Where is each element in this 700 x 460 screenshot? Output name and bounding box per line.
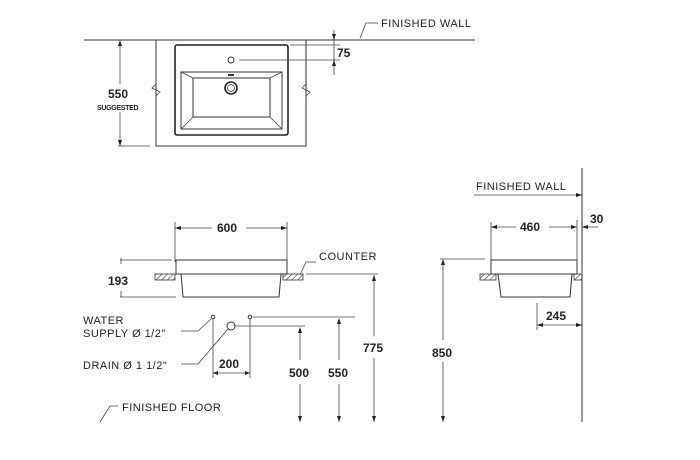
drain-icon — [224, 81, 238, 95]
arrow — [571, 225, 577, 229]
arrow — [332, 60, 336, 66]
side-depth-dim: 460 — [520, 220, 540, 234]
arrow — [582, 225, 588, 229]
break-mark-right — [301, 83, 311, 97]
arrow — [118, 140, 122, 146]
rim-height-dim: 850 — [432, 346, 452, 360]
drain-pipe-icon — [226, 321, 236, 331]
basin-bowl-outer — [180, 71, 283, 130]
side-counter-left — [479, 273, 497, 281]
tap-hole-icon — [227, 56, 235, 64]
dim-bg — [98, 84, 142, 112]
water-supply-label-2: SUPPLY Ø 1/2" — [83, 328, 166, 340]
basin-bowl-inner — [192, 77, 271, 118]
side-basin-rim — [490, 259, 578, 275]
arrow — [118, 40, 122, 46]
arrow — [372, 275, 376, 281]
bowl-edge — [180, 116, 194, 130]
drain-label: DRAIN Ø 1 1/2" — [83, 360, 167, 372]
counter-right — [282, 273, 304, 281]
arrow — [576, 193, 582, 197]
arrow — [337, 416, 341, 422]
finished-floor-label: FINISHED FLOOR — [122, 402, 221, 414]
counter-leader — [299, 261, 316, 276]
water-supply-icon — [210, 314, 216, 320]
floor-leader — [99, 405, 118, 423]
arrow — [441, 416, 445, 422]
arrow — [298, 416, 302, 422]
tap-hole-dim: 75 — [337, 46, 351, 60]
arrow — [372, 416, 376, 422]
arrow — [491, 225, 497, 229]
arrow — [298, 327, 302, 333]
front-view: 600 COUNTER 193 WATER SUPPLY Ø 1/2" DRAI… — [83, 221, 383, 423]
drain-height-dim: 500 — [289, 366, 309, 380]
counter-outline — [155, 40, 307, 147]
side-basin-bowl — [497, 273, 573, 298]
arrow — [245, 371, 250, 375]
depth-dim: 550 — [108, 87, 128, 101]
basin-rim — [175, 259, 288, 275]
drain-offset-dim: 245 — [546, 309, 566, 323]
water-supply-label-1: WATER — [83, 315, 124, 327]
counter-left — [154, 273, 176, 281]
arrow — [576, 323, 582, 327]
water-supply-icon-2 — [247, 314, 253, 320]
counter-label: COUNTER — [319, 251, 377, 263]
arrow — [281, 226, 287, 230]
overflow-slot-icon — [228, 74, 234, 76]
side-counter-right — [573, 273, 583, 281]
basin-bowl — [180, 273, 282, 298]
arrow — [337, 318, 341, 324]
basin-outer-rim — [174, 44, 289, 136]
finished-wall-label-top: FINISHED WALL — [381, 18, 471, 30]
finished-wall-leader — [359, 22, 378, 39]
counter-height-dim: 775 — [363, 341, 383, 355]
depth-note: SUGGESTED — [97, 105, 138, 112]
drain-inner — [227, 84, 235, 92]
bowl-edge — [269, 71, 283, 79]
arrow — [332, 34, 336, 40]
supply-spacing-dim: 200 — [219, 357, 239, 371]
supply-height-dim: 550 — [328, 366, 348, 380]
bowl-edge — [180, 71, 194, 79]
supply-leader — [181, 318, 212, 332]
height-dim: 193 — [108, 274, 128, 288]
bowl-edge — [269, 116, 283, 130]
arrow — [537, 323, 543, 327]
finished-wall-label-side: FINISHED WALL — [476, 181, 566, 193]
drain-leader — [181, 328, 229, 365]
wall-gap-dim: 30 — [590, 212, 604, 226]
arrow — [213, 371, 218, 375]
arrow — [175, 226, 181, 230]
break-mark-left — [151, 83, 161, 97]
side-view: FINISHED WALL 460 30 245 850 — [432, 168, 604, 422]
width-dim: 600 — [217, 221, 237, 235]
top-view: FINISHED WALL 75 550 SUGGESTED — [84, 18, 475, 147]
arrow — [441, 259, 445, 265]
